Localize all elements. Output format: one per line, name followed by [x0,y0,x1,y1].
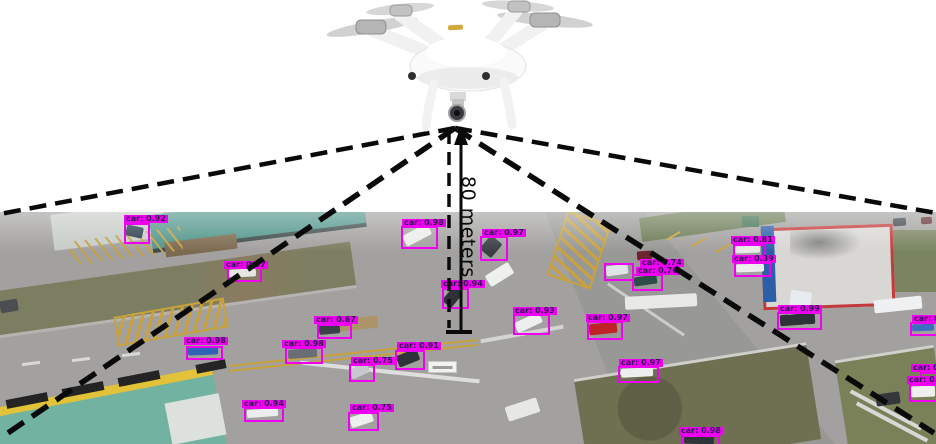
detection-box [910,322,936,336]
camera-gimbal [448,92,466,122]
detection-label: car: 0.97 [619,358,663,367]
drone-arms [367,4,548,69]
drone-body-shadow [418,67,518,89]
detection-box [395,350,425,370]
detection-box [244,407,284,422]
propeller-blur [366,2,434,16]
propeller-blur [497,12,593,28]
detection-label: car: 0.93 [513,306,557,315]
detection-label: car: 0.92 [124,214,168,223]
detection-label: car: 0.81 [731,235,775,244]
detection-label: car: 0.99 [778,304,822,313]
detection-box [632,274,663,291]
detection-box [587,321,623,340]
lane-dash [71,356,91,363]
detection-box [186,346,223,360]
detection-box [285,347,323,364]
detection-label: car: 0.67 [314,315,358,324]
detection-box [317,324,352,339]
lane-dash [121,351,141,358]
propeller-blur [482,0,554,12]
detection-label: car: 0.94 [441,279,485,288]
detection-label: car: 0. [911,364,936,372]
altitude-label: 80 meters [457,176,479,278]
small-white-sign [428,361,457,373]
detection-box [480,236,508,261]
detection-box [124,223,150,244]
detection-label: car: 0.75 [350,403,394,412]
vehicle [484,261,515,288]
detection-label: car: 0.97 [482,228,526,237]
detection-box [777,312,822,330]
detection-label: car: 0.97 [586,313,630,322]
detection-box [681,435,720,444]
vehicle [504,397,541,422]
detection-label: car: 0.98 [184,336,228,345]
detection-box [401,226,438,249]
detection-box [513,314,550,335]
detection-box [227,267,262,282]
drone-illustration [326,0,593,132]
detection-label: car: 0.76 [636,266,680,275]
detection-box [909,384,936,402]
propeller-blur [326,17,418,37]
detection-label: car: 0.1 [907,376,936,384]
detection-label: car: 0.75 [351,356,395,365]
drone-body [409,40,527,92]
front-sensor [482,72,490,80]
detection-label: car: 0.98 [679,426,723,435]
detection-box [442,288,469,309]
detection-label: car: 0. [912,315,936,323]
detection-box [349,364,375,382]
detection-box [348,412,379,431]
lane-dash [21,360,41,367]
arrowhead-up [454,126,468,145]
detection-label: car: 0.94 [242,399,286,408]
detection-box [734,262,771,277]
drone-logo [448,24,464,31]
detection-box [604,263,634,281]
drone-motors [355,0,561,35]
detection-label: car: 0.97 [224,260,268,269]
detection-label: car: 0.39 [732,254,776,263]
front-sensor [408,72,416,80]
detection-label: car: 0.98 [402,218,446,227]
detection-label: car: 0.98 [282,339,326,348]
detection-label: car: 0.91 [397,341,441,350]
landing-gear [421,77,517,132]
detection-box [618,366,659,383]
drone-body-top [426,37,506,67]
camera-lens [454,110,460,116]
